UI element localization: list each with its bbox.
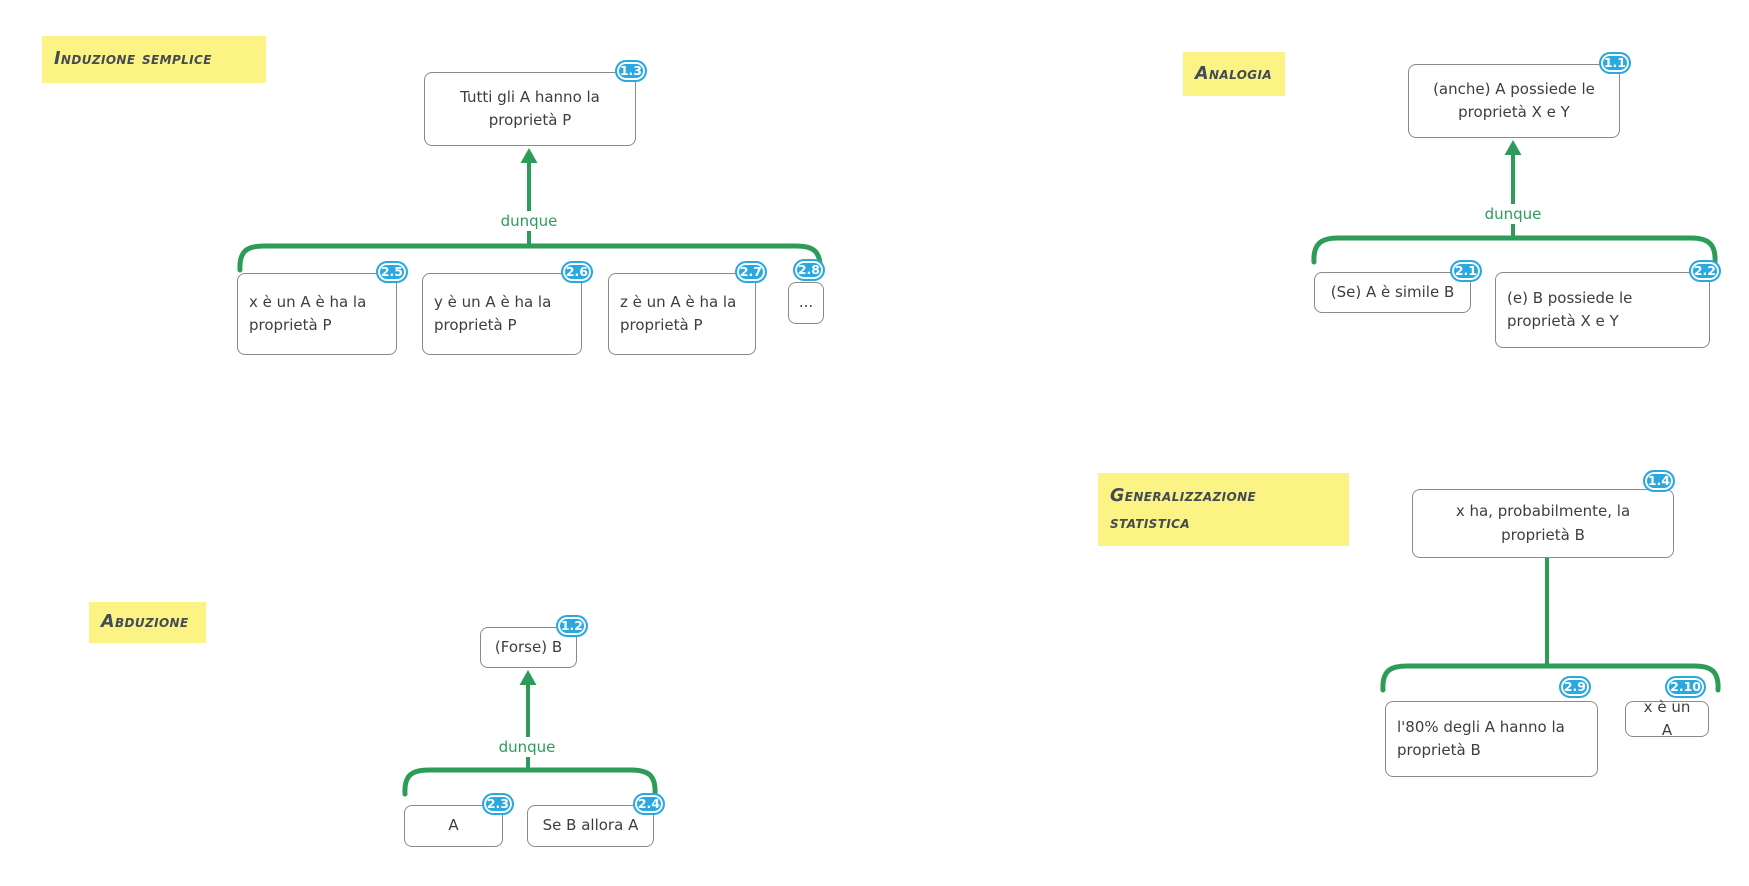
- node-premise-2-7[interactable]: 2.7 z è un A è ha la proprietà P: [608, 261, 767, 355]
- node-premise-2-6[interactable]: 2.6 y è un A è ha la proprietà P: [422, 261, 593, 355]
- section-label-generalizzazione[interactable]: Generalizzazione statistica: [1098, 473, 1349, 546]
- node-text: A: [448, 816, 459, 835]
- node-premise-2-10[interactable]: 2.10 x è un A: [1625, 676, 1709, 739]
- node-badge-2-10: 2.10: [1665, 676, 1706, 698]
- node-premise-2-2[interactable]: 2.2 (e) B possiede le proprietà X e Y: [1495, 260, 1721, 348]
- node-badge-2-4: 2.4: [632, 793, 665, 815]
- section-label-abduzione[interactable]: Abduzione: [89, 602, 206, 643]
- node-text: (e) B possiede le proprietà X e Y: [1507, 288, 1633, 330]
- node-text: (Se) A è simile B: [1330, 282, 1455, 301]
- section-label-analogia[interactable]: Analogia: [1183, 52, 1285, 96]
- connector-induzione: [237, 148, 823, 273]
- relation-label-analogia: dunque: [1480, 204, 1546, 224]
- arrowhead-analogia: [1504, 140, 1522, 155]
- node-text: x è un A: [1643, 697, 1691, 739]
- node-text: Se B allora A: [542, 816, 639, 835]
- node-text: x è un A è ha la proprietà P: [249, 292, 367, 334]
- node-badge-2-2: 2.2: [1688, 260, 1721, 282]
- connector-abduzione: [402, 670, 658, 797]
- node-badge-2-3: 2.3: [481, 793, 514, 815]
- node-badge-2-7: 2.7: [734, 261, 767, 283]
- node-text: y è un A è ha la proprietà P: [434, 292, 552, 334]
- relation-label-induzione: dunque: [496, 211, 562, 231]
- node-conclusion-1-4[interactable]: 1.4 x ha, probabilmente, la proprietà B: [1412, 470, 1675, 558]
- arrowhead-abduzione: [519, 670, 537, 685]
- section-label-text: Generalizzazione statistica: [1110, 486, 1257, 533]
- node-premise-2-8[interactable]: 2.8 ...: [788, 259, 825, 324]
- node-conclusion-1-3[interactable]: 1.3 Tutti gli A hanno la proprietà P: [424, 60, 647, 146]
- node-text: x ha, probabilmente, la proprietà B: [1455, 502, 1631, 544]
- node-badge-2-6: 2.6: [560, 261, 593, 283]
- bracket-induzione: [237, 243, 823, 273]
- node-text: ...: [798, 293, 814, 312]
- node-text: Tutti gli A hanno la proprietà P: [460, 87, 600, 129]
- node-text: l'80% degli A hanno la proprietà B: [1397, 717, 1565, 759]
- bracket-abduzione: [402, 767, 658, 797]
- section-label-induzione[interactable]: Induzione semplice: [42, 36, 266, 83]
- node-text: (Forse) B: [494, 637, 563, 656]
- arrowhead-induzione: [520, 148, 538, 163]
- node-text: z è un A è ha la proprietà P: [620, 292, 737, 334]
- node-premise-2-4[interactable]: 2.4 Se B allora A: [527, 793, 665, 847]
- node-conclusion-1-2[interactable]: 1.2 (Forse) B: [480, 615, 588, 668]
- bracket-analogia: [1311, 235, 1718, 265]
- node-badge-1-2: 1.2: [555, 615, 588, 637]
- node-text: (anche) A possiede le proprietà X e Y: [1433, 79, 1595, 121]
- node-premise-2-3[interactable]: 2.3 A: [404, 793, 514, 847]
- section-label-text: Abduzione: [101, 612, 189, 633]
- node-badge-2-5: 2.5: [375, 261, 408, 283]
- node-premise-2-9[interactable]: 2.9 l'80% degli A hanno la proprietà B: [1385, 676, 1598, 777]
- node-badge-2-9: 2.9: [1558, 676, 1591, 698]
- node-badge-1-4: 1.4: [1642, 470, 1675, 492]
- node-badge-2-1: 2.1: [1449, 260, 1482, 282]
- connector-analogia: [1311, 140, 1718, 265]
- node-premise-2-5[interactable]: 2.5 x è un A è ha la proprietà P: [237, 261, 408, 355]
- node-badge-1-3: 1.3: [614, 60, 647, 82]
- relation-label-abduzione: dunque: [494, 737, 560, 757]
- section-label-text: Induzione semplice: [54, 49, 212, 70]
- node-premise-2-1[interactable]: 2.1 (Se) A è simile B: [1314, 260, 1482, 313]
- connector-generalizzazione: [1380, 558, 1721, 693]
- node-badge-1-1: 1.1: [1598, 52, 1631, 74]
- node-conclusion-1-1[interactable]: 1.1 (anche) A possiede le proprietà X e …: [1408, 52, 1631, 138]
- section-label-text: Analogia: [1195, 63, 1273, 84]
- node-badge-2-8: 2.8: [792, 259, 825, 281]
